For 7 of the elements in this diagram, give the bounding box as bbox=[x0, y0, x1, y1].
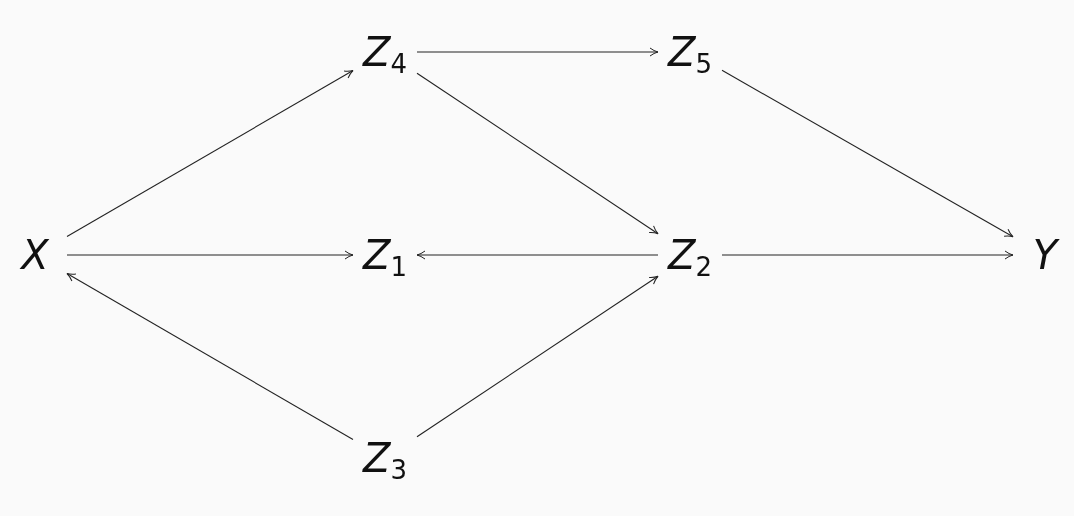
node-label: X bbox=[21, 235, 49, 275]
node-label: Y bbox=[1032, 235, 1058, 275]
node-label: Z$_{1}$ bbox=[363, 235, 407, 275]
node-label: Z$_{2}$ bbox=[668, 235, 712, 275]
node-label: Z$_{3}$ bbox=[363, 438, 407, 478]
node-label: Z$_{4}$ bbox=[363, 32, 407, 72]
node-label: Z$_{5}$ bbox=[668, 32, 712, 72]
